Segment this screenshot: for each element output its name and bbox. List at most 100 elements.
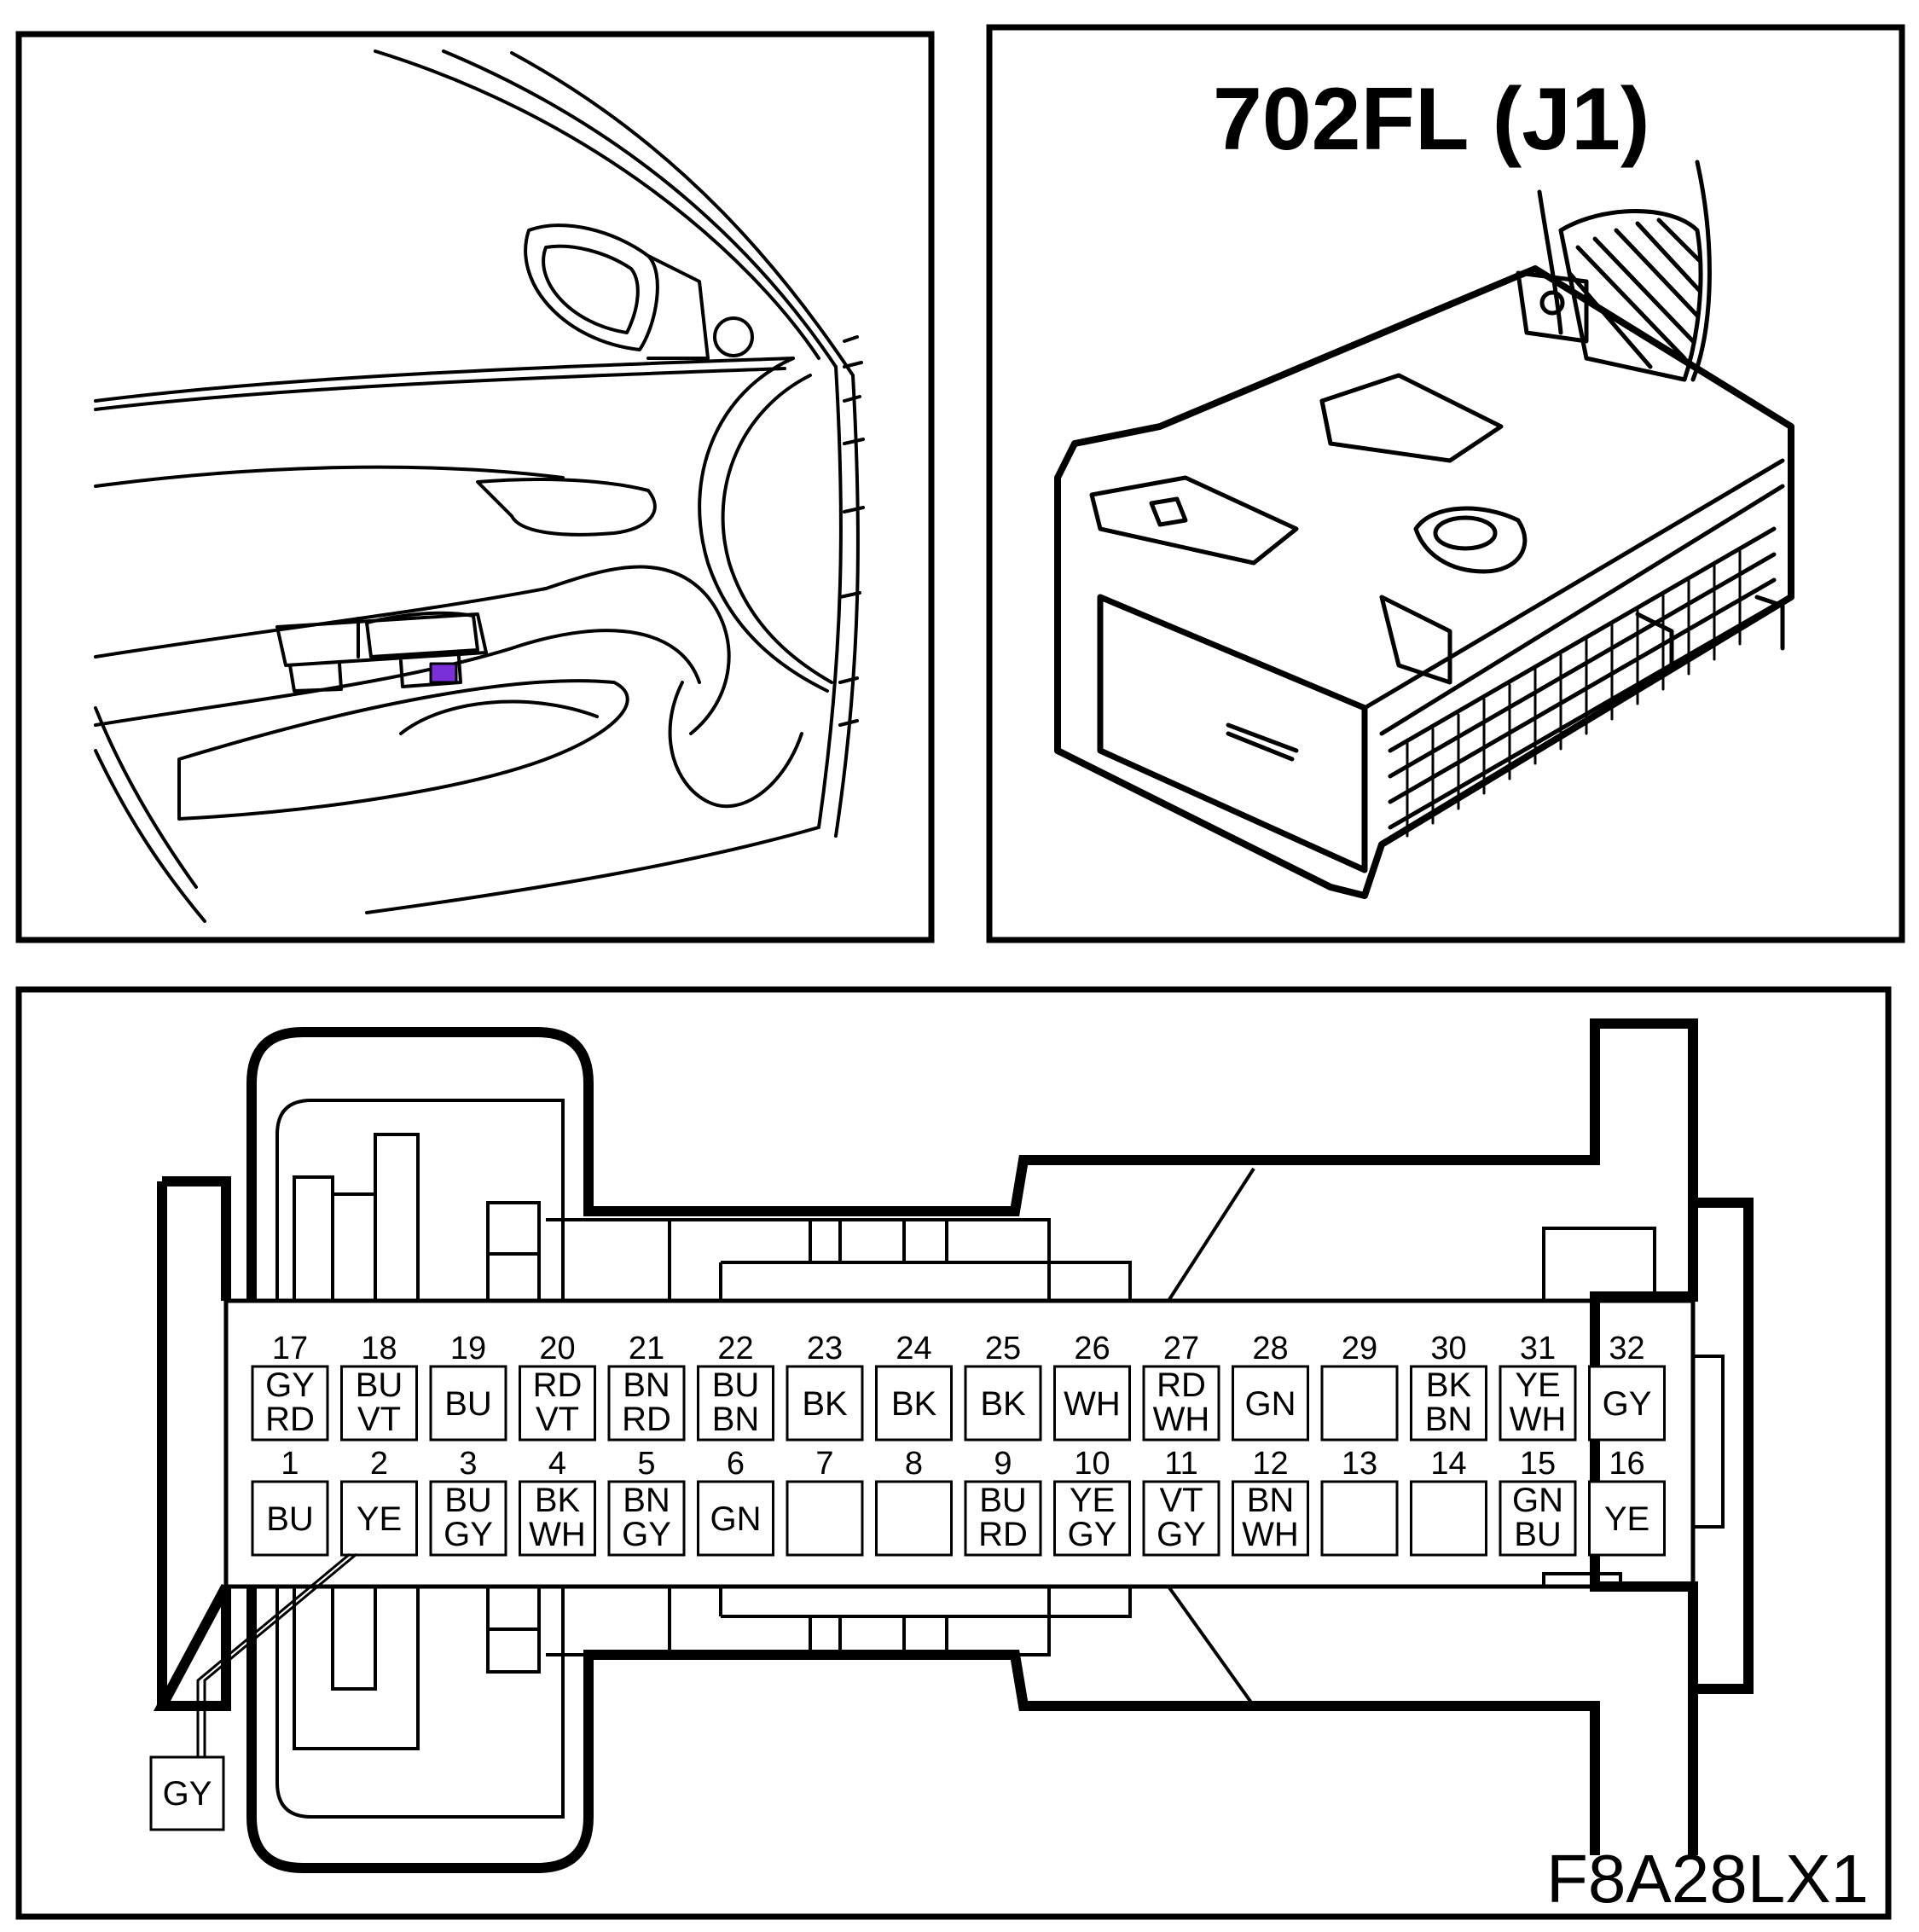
pin-1: 1BU — [251, 1446, 329, 1557]
pin-number: 24 — [896, 1331, 931, 1366]
pin-cavity — [519, 1365, 596, 1442]
pin-number: 8 — [905, 1446, 923, 1482]
pin-cavity — [251, 1365, 329, 1442]
wire-color-code: BK — [1426, 1366, 1472, 1404]
callout-wire-color: GY — [163, 1775, 212, 1813]
connector-view-frame — [986, 24, 1905, 943]
pin-number: 30 — [1430, 1331, 1466, 1366]
pin-number: 12 — [1252, 1446, 1288, 1482]
wire-color-code: GN — [1245, 1385, 1296, 1423]
wire-color-code: VT — [536, 1401, 579, 1438]
wire-color-code: BK — [980, 1385, 1026, 1423]
connector-3d-drawing — [1054, 160, 1794, 899]
wire-color-code: YE — [1070, 1482, 1115, 1519]
location-panel-frame — [15, 31, 935, 943]
pin-cavity — [697, 1480, 774, 1557]
pin-cavity — [697, 1365, 774, 1442]
connector-view-panel: 702FL (J1) — [986, 24, 1905, 943]
wire-color-code: BU — [712, 1366, 760, 1404]
wire-color-code: GY — [622, 1516, 671, 1553]
pin-number: 29 — [1342, 1331, 1377, 1366]
pin-cavity — [1053, 1480, 1131, 1557]
pin-cavity — [1232, 1365, 1309, 1442]
wire-color-code: GY — [1603, 1385, 1652, 1423]
pin-cavity — [429, 1365, 507, 1442]
pin-cavity — [340, 1480, 418, 1557]
pin-cavity — [875, 1480, 953, 1557]
pin-number: 10 — [1074, 1446, 1110, 1482]
pin-cavity — [340, 1365, 418, 1442]
pin-cavity — [964, 1365, 1042, 1442]
wire-color-code: YE — [1515, 1366, 1560, 1404]
wire-color-code: BN — [623, 1366, 670, 1404]
wire-color-code: VT — [1159, 1482, 1203, 1519]
pin-number: 16 — [1609, 1446, 1644, 1482]
wire-color-code: BU — [1514, 1516, 1562, 1553]
wire-color-code: GN — [710, 1500, 762, 1538]
pin-number: 17 — [272, 1331, 308, 1366]
wire-color-code: WH — [529, 1516, 586, 1553]
pin-face-panel: 17GYRD18BUVT19BU20RDVT21BNRD22BUBN23BK24… — [15, 986, 1892, 1920]
pin-number: 3 — [459, 1446, 477, 1482]
pin-29: 29 — [1320, 1331, 1399, 1442]
pin-number: 23 — [807, 1331, 843, 1366]
pin-number: 26 — [1074, 1331, 1110, 1366]
pin-number: 2 — [370, 1446, 388, 1482]
pin-cavity — [786, 1480, 864, 1557]
wire-color-code: WH — [1064, 1385, 1121, 1423]
door-panel-drawing — [94, 49, 865, 923]
pin-number: 27 — [1163, 1331, 1199, 1366]
wire-color-code: BN — [712, 1401, 760, 1438]
pin-number: 6 — [727, 1446, 745, 1482]
wire-color-code: GY — [265, 1366, 315, 1404]
pin-cavity — [429, 1480, 507, 1557]
pin-cavity — [1053, 1365, 1131, 1442]
pin-14: 14 — [1410, 1446, 1487, 1557]
wire-color-code: BK — [535, 1482, 581, 1519]
connector-title: 702FL (J1) — [1213, 70, 1650, 169]
pin-number: 11 — [1164, 1446, 1197, 1482]
pin-cavity — [875, 1365, 953, 1442]
pin-number: 21 — [629, 1331, 664, 1366]
pin-8: 8 — [875, 1446, 953, 1557]
wire-color-code: RD — [533, 1366, 583, 1404]
pin-number: 25 — [985, 1331, 1021, 1366]
pin-cavity — [1410, 1365, 1487, 1442]
wire-color-code: RD — [1157, 1366, 1206, 1404]
pin-grid: 17GYRD18BUVT19BU20RDVT21BNRD22BUBN23BK24… — [251, 1331, 1666, 1557]
pin-cavity — [607, 1480, 686, 1557]
pin-number: 32 — [1609, 1331, 1644, 1366]
wire-color-code: BU — [444, 1482, 492, 1519]
pin-number: 31 — [1520, 1331, 1556, 1366]
pin-cavity — [1499, 1480, 1577, 1557]
pin-cavity — [1320, 1480, 1399, 1557]
pin-number: 9 — [994, 1446, 1012, 1482]
wire-color-code: RD — [622, 1401, 671, 1438]
pin-cavity — [964, 1480, 1042, 1557]
wire-color-code: RD — [978, 1516, 1028, 1553]
pin-number: 19 — [450, 1331, 486, 1366]
pin-number: 5 — [637, 1446, 655, 1482]
wire-color-code: BN — [1425, 1401, 1473, 1438]
wire-color-code: BU — [444, 1385, 492, 1423]
wire-color-code: GY — [444, 1516, 493, 1553]
highlight-connector-location — [429, 662, 458, 684]
wire-color-code: RD — [265, 1401, 315, 1438]
pin-cavity — [1232, 1480, 1309, 1557]
